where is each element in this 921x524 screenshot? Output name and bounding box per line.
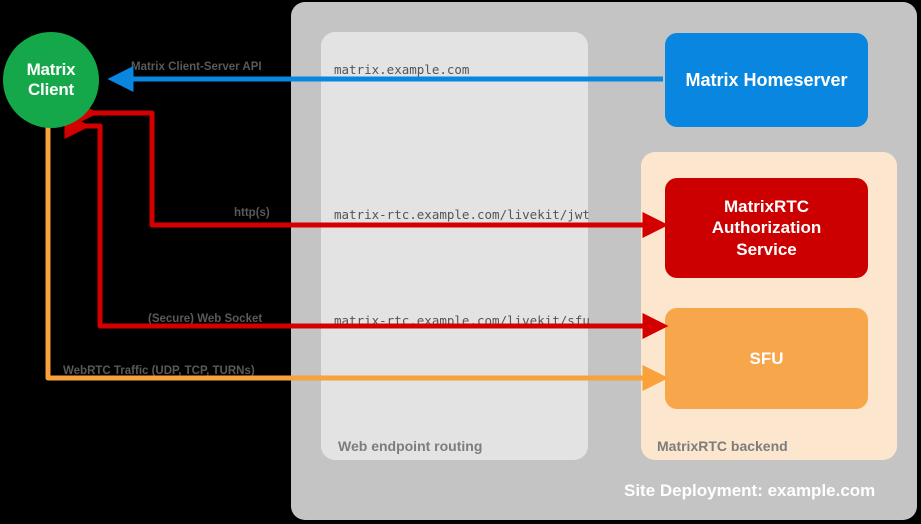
node-matrix-homeserver-label: Matrix Homeserver [685, 69, 848, 90]
edge-label-webrtc-traffic: WebRTC Traffic (UDP, TCP, TURNs) [63, 365, 255, 377]
node-sfu[interactable]: SFU [665, 308, 868, 409]
caption-matrixrtc-backend: MatrixRTC backend [657, 438, 788, 454]
node-matrixrtc-auth-line1: MatrixRTC [723, 197, 809, 217]
node-matrix-client-line2: Client [27, 80, 75, 99]
node-matrix-client-line1: Matrix [26, 59, 76, 79]
endpoint-label-sfu: matrix-rtc.example.com/livekit/sfu [334, 313, 590, 328]
node-matrix-client-label: Matrix Client [27, 60, 76, 100]
web-endpoint-routing-panel [321, 32, 588, 460]
caption-web-endpoint-routing: Web endpoint routing [338, 438, 483, 454]
edge-label-web-socket: (Secure) Web Socket [148, 313, 263, 325]
edge-label-https: http(s) [234, 207, 270, 219]
endpoint-label-matrix: matrix.example.com [334, 62, 470, 77]
node-matrix-client[interactable]: Matrix Client [3, 32, 99, 128]
node-sfu-label: SFU [749, 348, 784, 368]
endpoint-label-jwt: matrix-rtc.example.com/livekit/jwt [334, 207, 590, 222]
node-matrixrtc-auth-line2: Authorization [711, 218, 822, 238]
node-matrixrtc-auth-label: MatrixRTC Authorization Service [712, 196, 822, 260]
node-matrixrtc-auth-line3: Service [736, 239, 797, 259]
node-matrix-homeserver[interactable]: Matrix Homeserver [665, 33, 868, 127]
edge-label-client-server-api: Matrix Client-Server API [131, 61, 262, 73]
caption-site-deployment: Site Deployment: example.com [624, 481, 876, 500]
node-matrixrtc-authorization-service[interactable]: MatrixRTC Authorization Service [665, 178, 868, 278]
